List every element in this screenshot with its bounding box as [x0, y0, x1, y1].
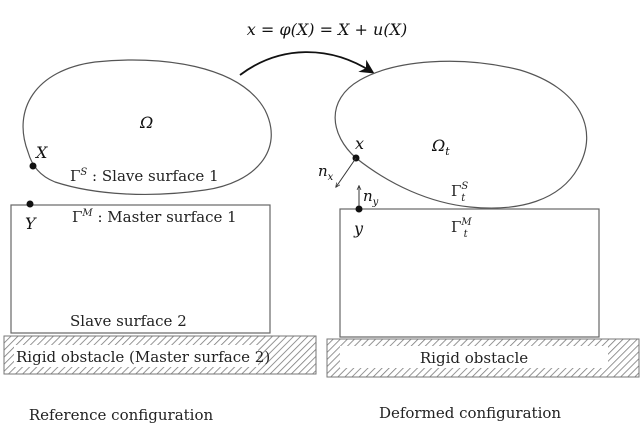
deformed-domain-label: Ωt — [431, 136, 450, 158]
normal-nx-label: nx — [318, 162, 334, 183]
gtm-gamma: Γ — [451, 218, 461, 236]
reference-body-outline — [22, 59, 272, 196]
gts-sup: S — [461, 181, 468, 192]
slave-superscript: S — [80, 167, 87, 178]
point-Y-label: Y — [25, 214, 37, 233]
normal-ny-label: ny — [363, 187, 379, 208]
point-X-dot — [29, 162, 37, 170]
mapping-arrow — [239, 51, 375, 76]
deformed-omega-sub: t — [445, 145, 450, 158]
master-text: : Master surface 1 — [93, 208, 237, 226]
slave-surface-1-label: ΓS : Slave surface 1 — [70, 167, 219, 185]
master-gamma: Γ — [72, 208, 82, 226]
gts-sub: t — [461, 193, 466, 204]
nx-sub: x — [328, 172, 334, 183]
deformed-obstacle-label-bg — [340, 346, 608, 368]
deformed-omega: Ω — [431, 136, 445, 155]
gtm-sup: M — [460, 217, 472, 228]
mapping-formula: x = φ(X) = X + u(X) — [247, 20, 407, 39]
slave-gamma: Γ — [70, 167, 80, 185]
point-y-dot — [355, 205, 363, 213]
ny-n: n — [363, 187, 373, 205]
slave-text: : Slave surface 1 — [87, 167, 218, 185]
gts-gamma: Γ — [451, 182, 461, 200]
reference-configuration: Rigid obstacle (Master surface 2) Ω X ΓS… — [3, 59, 317, 424]
point-y-label: y — [353, 219, 364, 238]
slave-surface-2-label: Slave surface 2 — [70, 312, 187, 330]
deformed-body-outline — [334, 60, 588, 209]
deformed-block — [339, 208, 600, 338]
ny-sub: y — [372, 197, 379, 208]
point-Y-dot — [26, 200, 34, 208]
reference-obstacle-label-bg — [14, 345, 258, 367]
deformed-caption: Deformed configuration — [379, 404, 561, 422]
reference-obstacle-label: Rigid obstacle (Master surface 2) — [16, 348, 270, 366]
reference-block — [10, 204, 271, 334]
nx-n: n — [318, 162, 328, 180]
gtm-sub: t — [464, 229, 469, 240]
point-x-label: x — [355, 134, 364, 153]
master-superscript: M — [81, 208, 93, 219]
deformed-obstacle-label: Rigid obstacle — [420, 349, 528, 367]
reference-domain-label: Ω — [139, 113, 153, 132]
point-X-label: X — [34, 143, 48, 162]
reference-caption: Reference configuration — [29, 406, 214, 424]
master-surface-1-label: ΓM : Master surface 1 — [72, 208, 237, 226]
normal-nx-arrow — [336, 157, 357, 187]
